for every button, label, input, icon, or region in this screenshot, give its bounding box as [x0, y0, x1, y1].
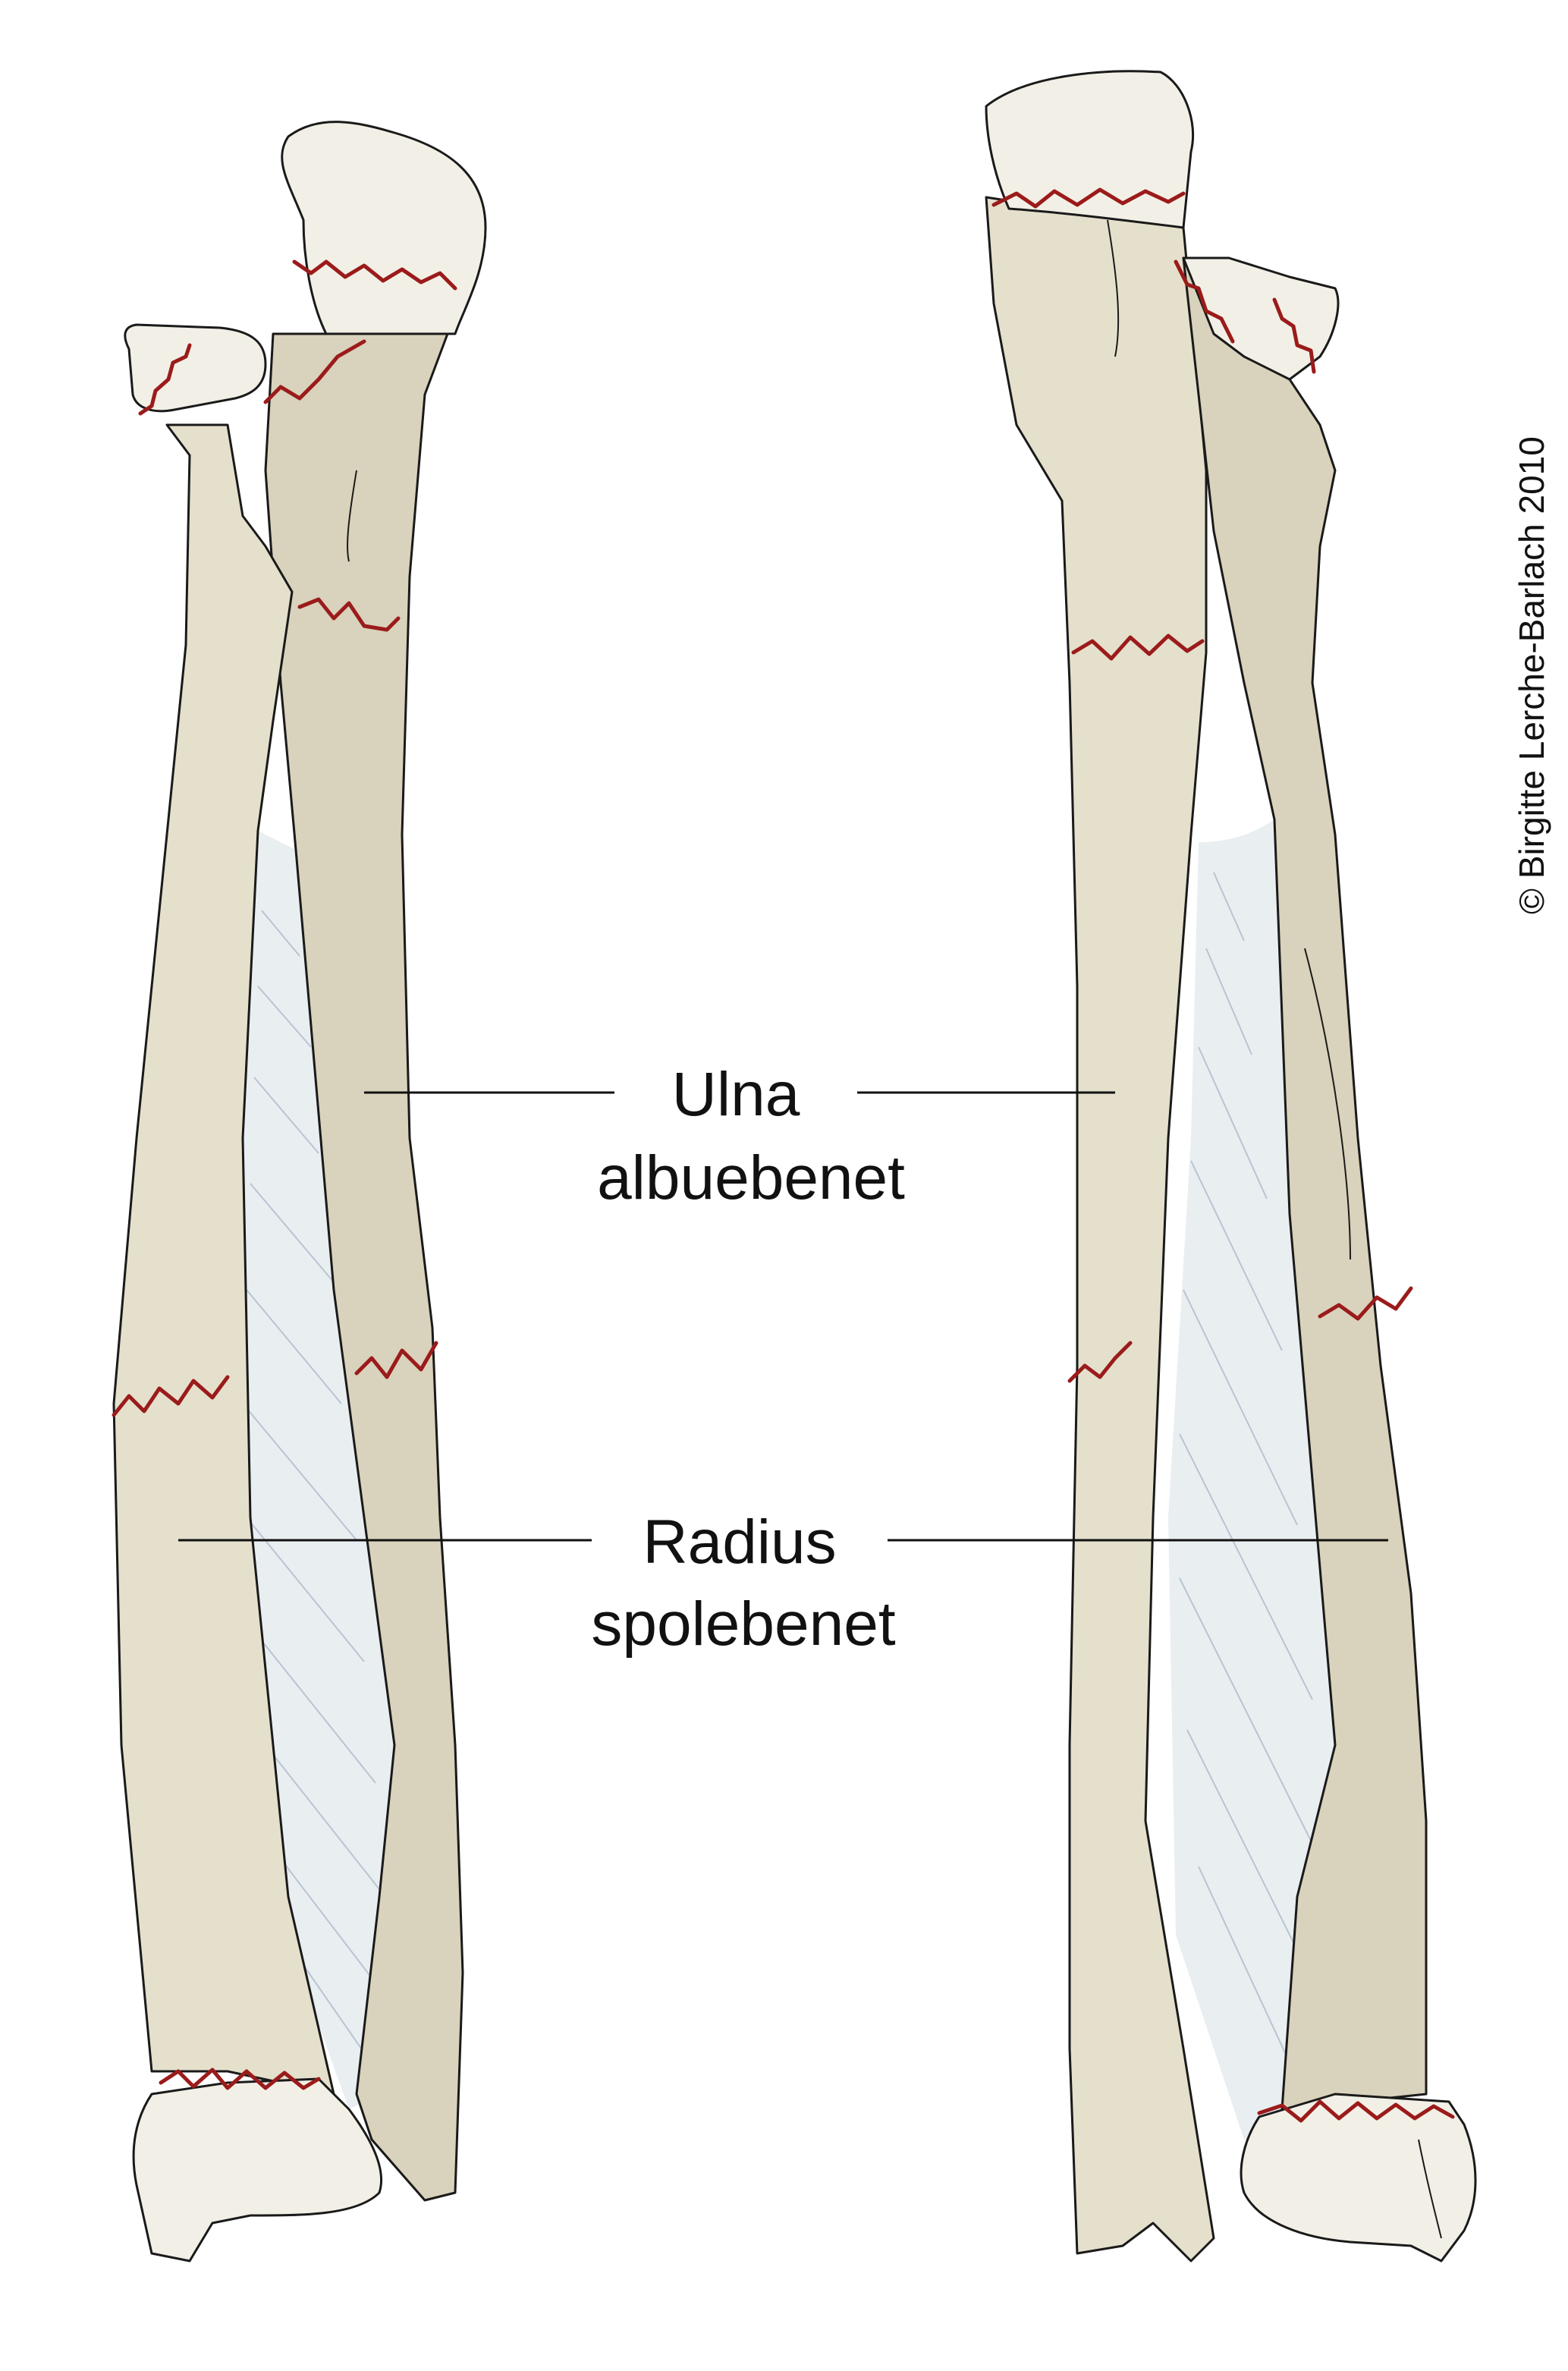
left-ulna-upper-growth-line [263, 339, 366, 404]
right-ulna-contour [1107, 219, 1120, 357]
left-ulna-distal-growth-line [354, 1341, 438, 1379]
ulna-latin-label: Ulna [672, 1060, 800, 1129]
right-radius-distal-end [1240, 2093, 1477, 2263]
right-radius-upper-growth-line [1272, 297, 1316, 374]
right-ulna-mid-growth-line [1071, 634, 1205, 661]
right-radius-proximal-head [1182, 256, 1340, 381]
ulna-danish-label: albuebenet [597, 1143, 905, 1212]
left-radius-proximal-growth-line [138, 343, 192, 416]
left-radius-proximal-head [124, 323, 267, 413]
right-ulna-proximal-end [985, 70, 1195, 229]
radius-danish-label: spolebenet [591, 1590, 895, 1659]
left-membrane-hatching [242, 910, 380, 2064]
right-radius-contour [1304, 948, 1351, 1260]
right-radius-distal-growth-line [1257, 2099, 1455, 2123]
left-ulna-proximal-growth-line [292, 259, 457, 291]
right-ulna-shaft [985, 196, 1215, 2263]
left-view [112, 121, 487, 2263]
radius-latin-label: Radius [643, 1508, 836, 1577]
right-interosseous-membrane [1168, 819, 1335, 2140]
right-membrane-hatching [1179, 872, 1321, 2080]
left-ulna-mid-growth-line [297, 597, 401, 632]
left-radius-shaft [112, 423, 335, 2096]
right-radius-shaft [1182, 256, 1428, 2111]
right-radius-mid-growth-line [1318, 1286, 1413, 1321]
right-ulna-proximal-growth-line [991, 187, 1186, 209]
copyright-notice: © Birgitte Lerche-Barlach 2010 [1512, 436, 1551, 914]
left-ulna-proximal-end [281, 121, 487, 335]
left-ulna-contour [347, 470, 357, 562]
left-ulna-shaft [264, 332, 464, 2202]
left-radius-mid-growth-line [112, 1375, 230, 1417]
right-ulna-distal-growth-line [1067, 1341, 1133, 1383]
left-radius-distal-growth-line [159, 2068, 321, 2090]
right-radius-proximal-growth-line [1174, 259, 1235, 344]
left-radius-distal-end [132, 2077, 383, 2263]
right-view [985, 70, 1477, 2263]
right-radius-distal-contour [1418, 2139, 1442, 2239]
